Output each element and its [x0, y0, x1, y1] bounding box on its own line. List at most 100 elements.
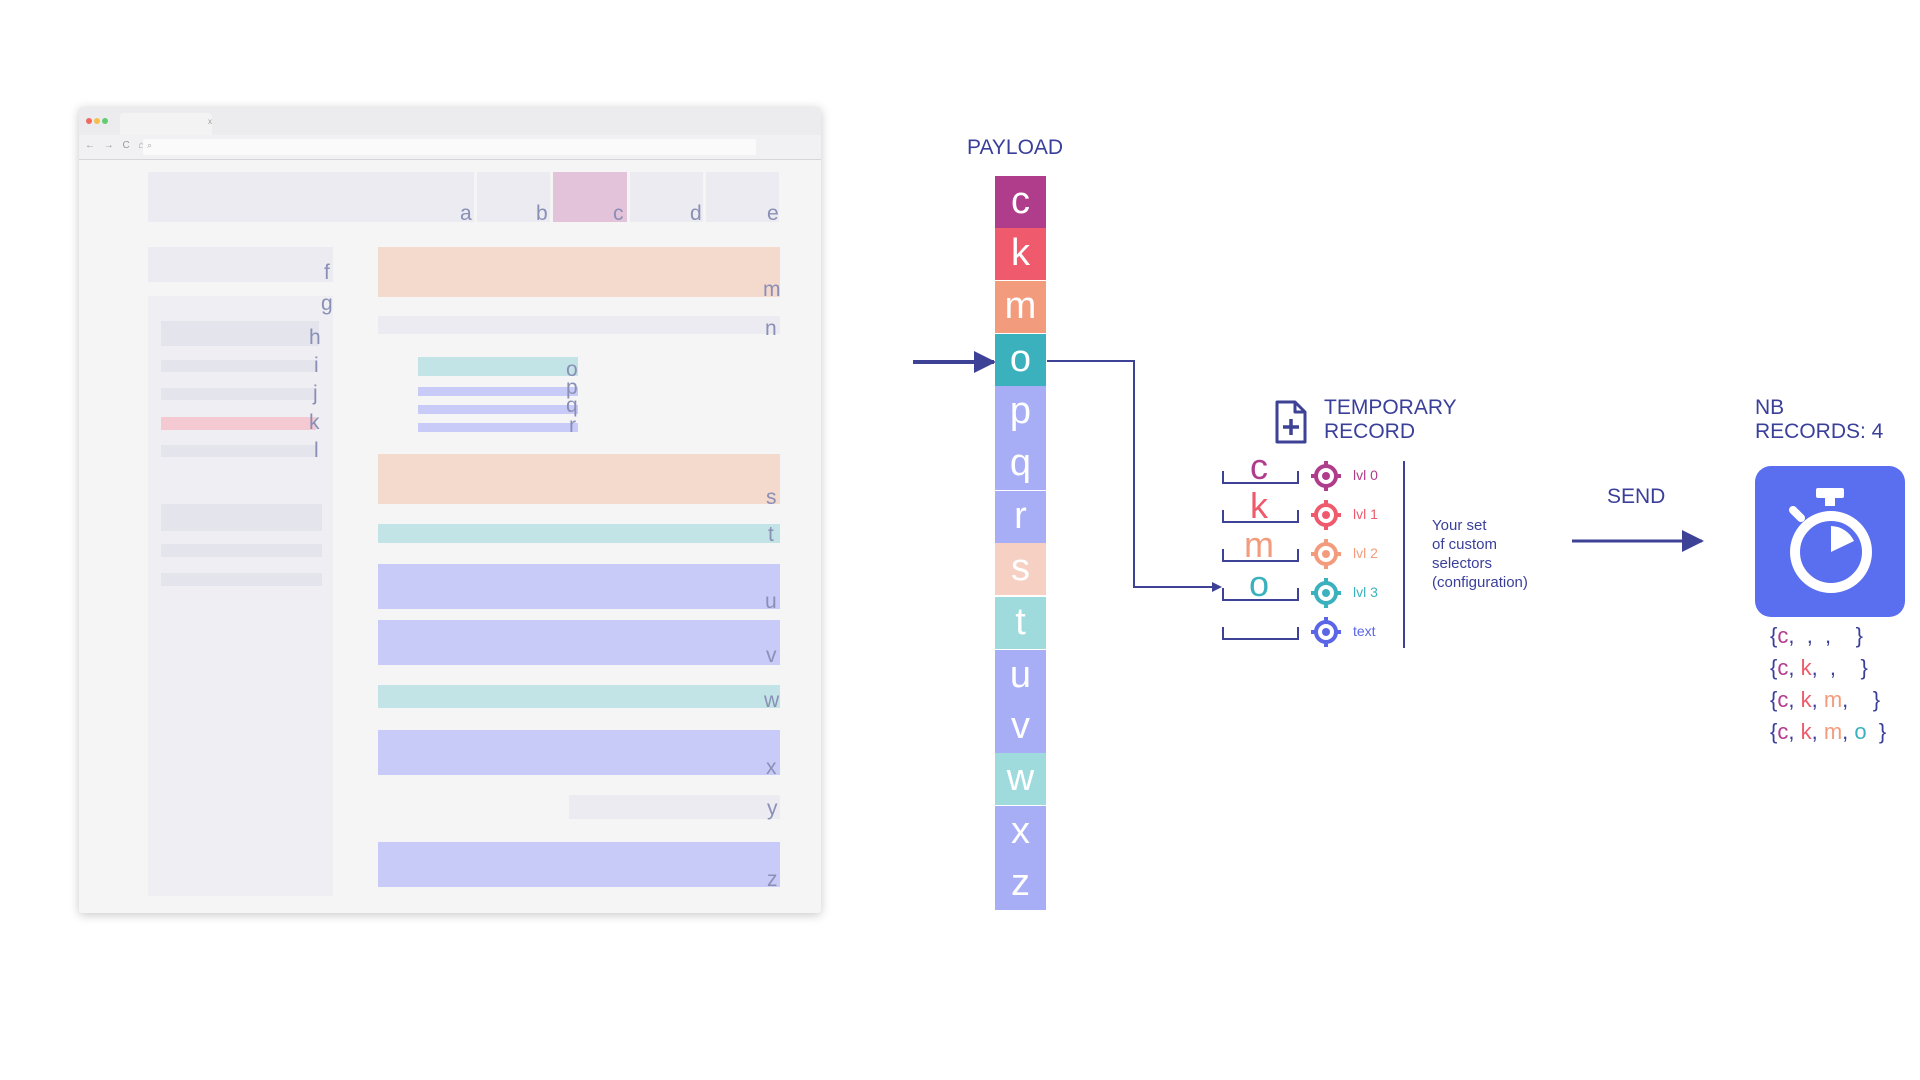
selector-level-label: lvl 0	[1353, 467, 1378, 483]
sidebar-block-2	[161, 544, 322, 557]
temporary-record-title: TEMPORARY RECORD	[1324, 396, 1457, 443]
payload-title: PAYLOAD	[967, 136, 1064, 159]
record-row: {c, , , }	[1770, 623, 1863, 648]
browser-window: x ← → C ⌂ ⌕ a b c d e f g h i j k l m n …	[79, 107, 821, 913]
selector-slot-2	[1222, 549, 1299, 562]
sidebar-block-1	[161, 504, 322, 531]
send-label: SEND	[1607, 485, 1666, 508]
payload-item-m: m	[995, 281, 1046, 333]
content-block-t	[378, 524, 780, 543]
crosshair-icon[interactable]	[1310, 538, 1342, 570]
content-block-w	[378, 685, 780, 708]
letter-y: y	[767, 797, 778, 820]
record-row: {c, k, m, o }	[1770, 719, 1887, 744]
header-block	[148, 172, 474, 222]
payload-item-z: z	[995, 858, 1046, 910]
stopwatch-tile[interactable]	[1755, 466, 1905, 617]
selector-slot-0	[1222, 471, 1299, 484]
crosshair-icon[interactable]	[1310, 616, 1342, 648]
file-add-icon	[1275, 400, 1307, 444]
address-bar[interactable]: ⌕	[143, 139, 756, 155]
record-row: {c, k, , }	[1770, 655, 1868, 680]
record-arrow	[1047, 360, 1222, 592]
search-icon: ⌕	[147, 140, 153, 150]
content-block-o	[418, 357, 578, 376]
selector-level-label: lvl 3	[1353, 584, 1378, 600]
content-block-x	[378, 730, 780, 775]
letter-n: n	[765, 317, 777, 340]
payload-item-p: p	[995, 386, 1046, 438]
selector-letter-m: m	[1244, 524, 1274, 565]
letter-e: e	[767, 202, 779, 225]
selector-level-label: text	[1353, 623, 1376, 639]
selector-level-label: lvl 1	[1353, 506, 1378, 522]
stopwatch-icon	[1789, 488, 1872, 593]
header-nav-d[interactable]	[630, 172, 703, 222]
content-block-v	[378, 620, 780, 665]
maximize-dot-icon[interactable]	[102, 118, 108, 124]
nb-records-title: NB RECORDS: 4	[1755, 396, 1884, 443]
payload-item-k: k	[995, 228, 1046, 280]
selectors-note: Your set of custom selectors (configurat…	[1432, 517, 1528, 591]
letter-i: i	[314, 354, 319, 377]
header-nav-c-highlight[interactable]	[553, 172, 627, 222]
payload-item-r: r	[995, 491, 1046, 543]
letter-d: d	[690, 202, 702, 225]
record-row: {c, k, m, }	[1770, 687, 1881, 712]
nav-buttons[interactable]: ← → C ⌂	[85, 140, 148, 151]
minimize-dot-icon[interactable]	[94, 118, 100, 124]
payload-item-s: s	[995, 543, 1046, 595]
crosshair-icon[interactable]	[1310, 499, 1342, 531]
letter-m: m	[763, 278, 781, 301]
letter-t: t	[768, 523, 774, 546]
selector-level-label: lvl 2	[1353, 545, 1378, 561]
content-block-y	[569, 795, 780, 819]
crosshair-icon[interactable]	[1310, 577, 1342, 609]
letter-s: s	[766, 486, 777, 509]
content-block-m	[378, 247, 780, 297]
sidebar-block-3	[161, 573, 322, 586]
sidebar-title-block	[148, 247, 333, 282]
letter-q: q	[566, 394, 578, 417]
letter-k: k	[309, 411, 320, 434]
content-block-r	[418, 423, 578, 432]
letter-b: b	[536, 202, 548, 225]
letter-l: l	[314, 439, 319, 462]
payload-item-w: w	[995, 753, 1046, 805]
selector-slot-4	[1222, 627, 1299, 640]
payload-item-u: u	[995, 650, 1046, 702]
header-nav-e[interactable]	[706, 172, 779, 222]
letter-x: x	[766, 756, 777, 779]
sidebar-item-h[interactable]	[161, 321, 319, 346]
payload-item-q: q	[995, 438, 1046, 490]
content-block-p	[418, 387, 578, 396]
payload-item-o: o	[995, 334, 1046, 386]
browser-titlebar: x	[79, 107, 821, 135]
close-dot-icon[interactable]	[86, 118, 92, 124]
crosshair-icon[interactable]	[1310, 460, 1342, 492]
header-nav-b[interactable]	[477, 172, 550, 222]
browser-tab[interactable]	[120, 113, 212, 135]
content-block-q	[418, 405, 578, 414]
letter-c: c	[613, 202, 624, 225]
letter-h: h	[309, 326, 321, 349]
letter-o: o	[566, 358, 578, 381]
selector-letter-o: o	[1248, 563, 1270, 604]
payload-item-c: c	[995, 176, 1046, 228]
sidebar-item-i[interactable]	[161, 360, 316, 372]
content-block-u	[378, 564, 780, 609]
tab-close-icon[interactable]: x	[208, 117, 212, 126]
letter-r: r	[569, 414, 576, 437]
letter-u: u	[765, 590, 777, 613]
selector-slot-1	[1222, 510, 1299, 523]
content-block-z	[378, 842, 780, 887]
selector-letter-c: c	[1250, 446, 1268, 487]
sidebar-item-k-highlight[interactable]	[161, 417, 316, 430]
content-block-n	[378, 316, 780, 334]
letter-g: g	[321, 292, 333, 315]
content-block-s	[378, 454, 780, 504]
sidebar-item-j[interactable]	[161, 388, 316, 400]
letter-a: a	[460, 202, 472, 225]
sidebar-item-l[interactable]	[161, 445, 316, 457]
letter-v: v	[766, 644, 777, 667]
